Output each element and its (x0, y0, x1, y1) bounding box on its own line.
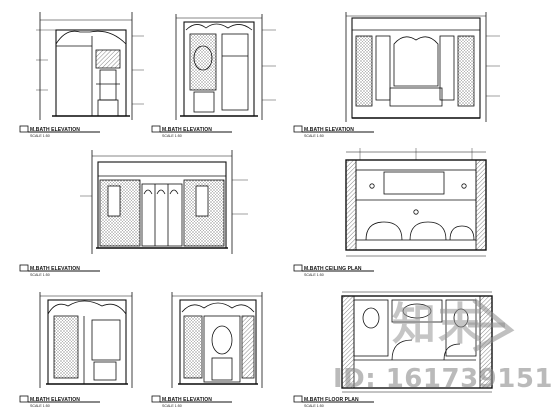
panel-5-scale: SCALE 1:50 (304, 273, 324, 277)
panel-8-caption: M.BATH FLOOR PLAN (304, 397, 359, 403)
panel-7-drawing (151, 292, 263, 403)
panel-3-drawing (293, 12, 500, 133)
panel-5-caption: M.BATH CEILING PLAN (304, 266, 362, 272)
panel-3-scale: SCALE 1:50 (304, 134, 324, 138)
panel-2-drawing (151, 14, 276, 133)
panel-4-caption: M.BATH ELEVATION (30, 266, 80, 272)
panel-3-caption: M.BATH ELEVATION (304, 127, 354, 133)
panel-8-scale: SCALE 1:50 (304, 404, 324, 408)
panel-6-scale: SCALE 1:50 (30, 404, 50, 408)
watermark-logo-mark (468, 298, 515, 353)
watermark-id: ID: 161739151 (333, 364, 554, 394)
panel-5-drawing (293, 148, 487, 272)
panel-2-scale: SCALE 1:50 (162, 134, 182, 138)
panel-7-caption: M.BATH ELEVATION (162, 397, 212, 403)
watermark-logo: 知末 (392, 299, 484, 350)
panel-4-drawing (19, 150, 248, 272)
panel-7-scale: SCALE 1:50 (162, 404, 182, 408)
panel-6-caption: M.BATH ELEVATION (30, 397, 80, 403)
panel-4-scale: SCALE 1:50 (30, 273, 50, 277)
panel-1-scale: SCALE 1:50 (30, 134, 50, 138)
panel-6-drawing (19, 292, 133, 403)
panel-1-caption: M.BATH ELEVATION (30, 127, 80, 133)
panel-2-caption: M.BATH ELEVATION (162, 127, 212, 133)
panel-1-drawing (19, 12, 144, 133)
